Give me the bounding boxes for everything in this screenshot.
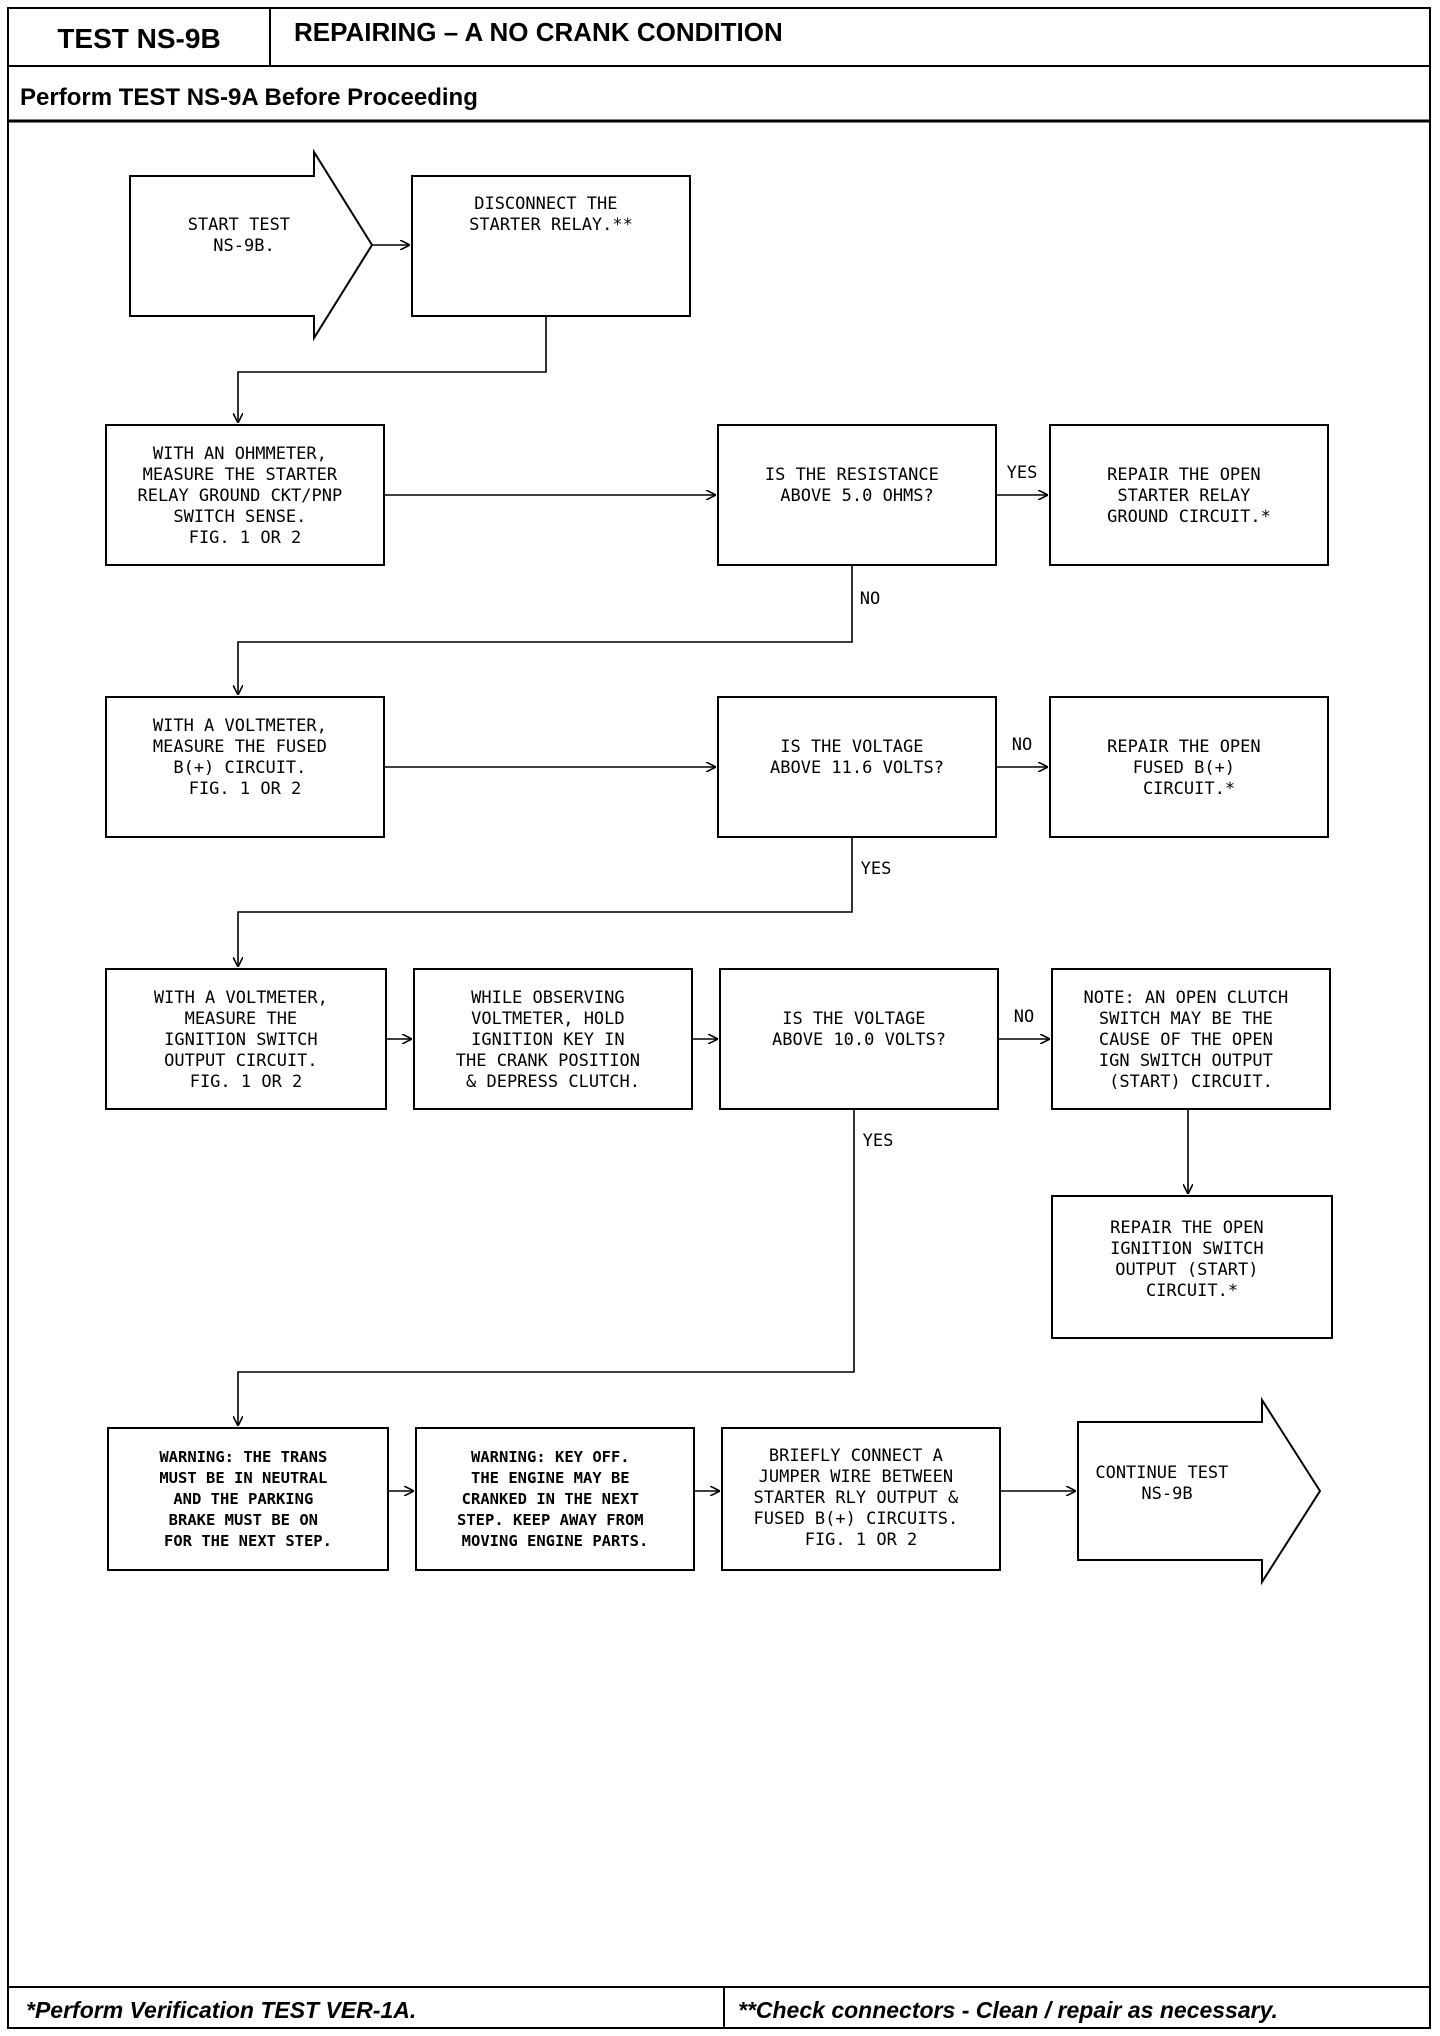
disconnect-relay-box (411, 175, 691, 317)
warning-trans-box (107, 1427, 389, 1571)
voltage-question-1-box (717, 696, 997, 838)
ohmmeter-box (105, 424, 385, 566)
edge-label-resistance-no: NO (860, 589, 880, 609)
warning-key-text: WARNING: KEY OFF. THE ENGINE MAY BE CRAN… (457, 1448, 653, 1550)
page-title: REPAIRING – A NO CRANK CONDITION (294, 17, 783, 47)
edge-label-voltage1-yes: YES (861, 859, 892, 879)
warning-trans-text: WARNING: THE TRANS MUST BE IN NEUTRAL AN… (159, 1448, 336, 1550)
connector-voltage1-yes (238, 837, 853, 967)
footer-verification-note: *Perform Verification TEST VER-1A. (26, 1997, 416, 2023)
voltmeter-ignition-text: WITH A VOLTMETER, MEASURE THE IGNITION S… (154, 988, 338, 1092)
resistance-question-text: IS THE RESISTANCE ABOVE 5.0 OHMS? (765, 465, 949, 506)
voltmeter-fused-box (105, 696, 385, 838)
repair-fused-box (1049, 696, 1329, 838)
edge-label-voltage1-no: NO (1012, 735, 1032, 755)
warning-key-box (415, 1427, 695, 1571)
connector-resistance-no (238, 565, 853, 695)
test-id: TEST NS-9B (57, 23, 220, 54)
continue-arrow-shape (1077, 1396, 1322, 1586)
repair-ignition-text: REPAIR THE OPEN IGNITION SWITCH OUTPUT (… (1110, 1218, 1274, 1301)
voltage-question-2-text: IS THE VOLTAGE ABOVE 10.0 VOLTS? (772, 1009, 946, 1050)
edge-label-voltage2-yes: YES (863, 1131, 894, 1151)
repair-ground-box (1049, 424, 1329, 566)
page-subtitle: Perform TEST NS-9A Before Proceeding (20, 84, 478, 111)
clutch-note-box (1051, 968, 1331, 1110)
connector-voltage2-yes (238, 1109, 855, 1426)
voltage-question-1-text: IS THE VOLTAGE ABOVE 11.6 VOLTS? (770, 737, 944, 778)
edge-label-resistance-yes: YES (1007, 463, 1038, 483)
footer-connector-note: **Check connectors - Clean / repair as n… (738, 1997, 1278, 2023)
clutch-note-text: NOTE: AN OPEN CLUTCH SWITCH MAY BE THE C… (1084, 988, 1299, 1092)
voltmeter-fused-text: WITH A VOLTMETER, MEASURE THE FUSED B(+)… (153, 716, 337, 799)
voltage-question-2-box (719, 968, 999, 1110)
repair-fused-text: REPAIR THE OPEN FUSED B(+) CIRCUIT.* (1107, 737, 1271, 799)
observe-voltmeter-box (413, 968, 693, 1110)
start-test-text: START TEST NS-9B. (188, 215, 301, 256)
continue-test-text: CONTINUE TEST NS-9B (1095, 1463, 1238, 1504)
voltmeter-ignition-box (105, 968, 387, 1110)
resistance-question-box (717, 424, 997, 566)
observe-voltmeter-text: WHILE OBSERVING VOLTMETER, HOLD IGNITION… (456, 988, 650, 1092)
page-frame (7, 7, 1431, 2029)
start-arrow-shape (129, 148, 374, 342)
ohmmeter-text: WITH AN OHMMETER, MEASURE THE STARTER RE… (138, 444, 353, 548)
connector-disconnect-ohmmeter (238, 316, 547, 423)
jumper-wire-text: BRIEFLY CONNECT A JUMPER WIRE BETWEEN ST… (754, 1446, 969, 1550)
jumper-wire-box (721, 1427, 1001, 1571)
repair-ignition-box (1051, 1195, 1333, 1339)
edge-label-voltage2-no: NO (1014, 1007, 1034, 1027)
disconnect-relay-text: DISCONNECT THE STARTER RELAY.** (469, 194, 633, 235)
repair-ground-text: REPAIR THE OPEN STARTER RELAY GROUND CIR… (1107, 465, 1271, 527)
